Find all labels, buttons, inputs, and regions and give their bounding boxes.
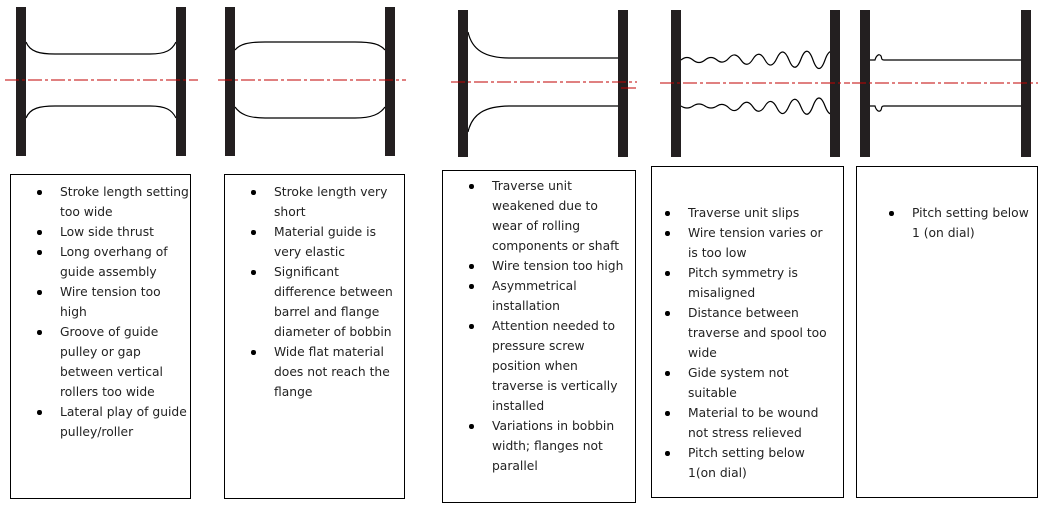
cause-item: Material to be wound not stress relieved [665,403,835,443]
cause-box-3: Traverse unit weakened due to wear of ro… [442,170,636,503]
cause-item: Pitch symmetry is misaligned [665,263,835,303]
cause-box-1: Stroke length setting too wide Low side … [10,174,191,499]
cause-item: Traverse unit weakened due to wear of ro… [469,176,625,256]
cause-item: Lateral play of guide pulley/roller [37,402,190,442]
wire-outline [467,31,618,59]
wire-outline [25,41,177,55]
cause-item: Wire tension too high [469,256,625,276]
wire-outline [467,105,618,133]
bobbin-diagram-4 [660,10,850,157]
cause-list-2: Stroke length very short Material guide … [225,175,404,402]
cause-list-1: Stroke length setting too wide Low side … [11,175,190,442]
bobbin-diagram-5 [852,10,1038,157]
cause-box-4: Traverse unit slips Wire tension varies … [651,166,844,498]
cause-box-2: Stroke length very short Material guide … [224,174,405,499]
bobbin-flange [458,10,468,157]
wire-outline [234,106,386,119]
bobbin-diagram-1 [5,7,198,156]
cause-item: Wire tension too high [37,282,190,322]
cause-item: Material guide is very elastic [251,222,404,262]
bobbin-flange [176,7,186,156]
bobbin-diagrams [5,7,1038,157]
cause-item: Traverse unit slips [665,203,835,223]
wire-outline [680,50,839,70]
bobbin-flange [385,7,395,156]
cause-item: Groove of guide pulley or gap between ve… [37,322,190,402]
cause-item: Attention needed to pressure screw posit… [469,316,625,416]
cause-list-5: Pitch setting below 1 (on dial) [857,167,1037,243]
wire-outline [25,105,177,119]
wire-outline [680,97,839,115]
cause-box-5: Pitch setting below 1 (on dial) [856,166,1038,498]
wire-outline [870,54,1021,61]
wire-outline [234,41,386,51]
cause-item: Low side thrust [37,222,190,242]
cause-item: Variations in bobbin width; flanges not … [469,416,625,476]
cause-list-3: Traverse unit weakened due to wear of ro… [443,171,635,476]
cause-item: Wide flat material does not reach the fl… [251,342,404,402]
cause-item: Distance between traverse and spool too … [665,303,835,363]
bobbin-flange [618,10,628,157]
bobbin-diagram-2 [218,7,406,156]
cause-item: Pitch setting below 1 (on dial) [889,203,1029,243]
cause-item: Gide system not suitable [665,363,835,403]
cause-item: Stroke length setting too wide [37,182,190,222]
wire-outline [870,105,1021,112]
cause-item: Pitch setting below 1(on dial) [665,443,835,483]
bobbin-flange [225,7,235,156]
cause-item: Wire tension varies or is too low [665,223,835,263]
cause-item: Long overhang of guide assembly [37,242,190,282]
bobbin-flange [16,7,26,156]
cause-list-4: Traverse unit slips Wire tension varies … [652,167,843,483]
cause-item: Significant difference between barrel an… [251,262,404,342]
bobbin-flange [671,10,681,157]
cause-item: Stroke length very short [251,182,404,222]
bobbin-diagram-3 [451,10,637,157]
cause-item: Asymmetrical installation [469,276,625,316]
